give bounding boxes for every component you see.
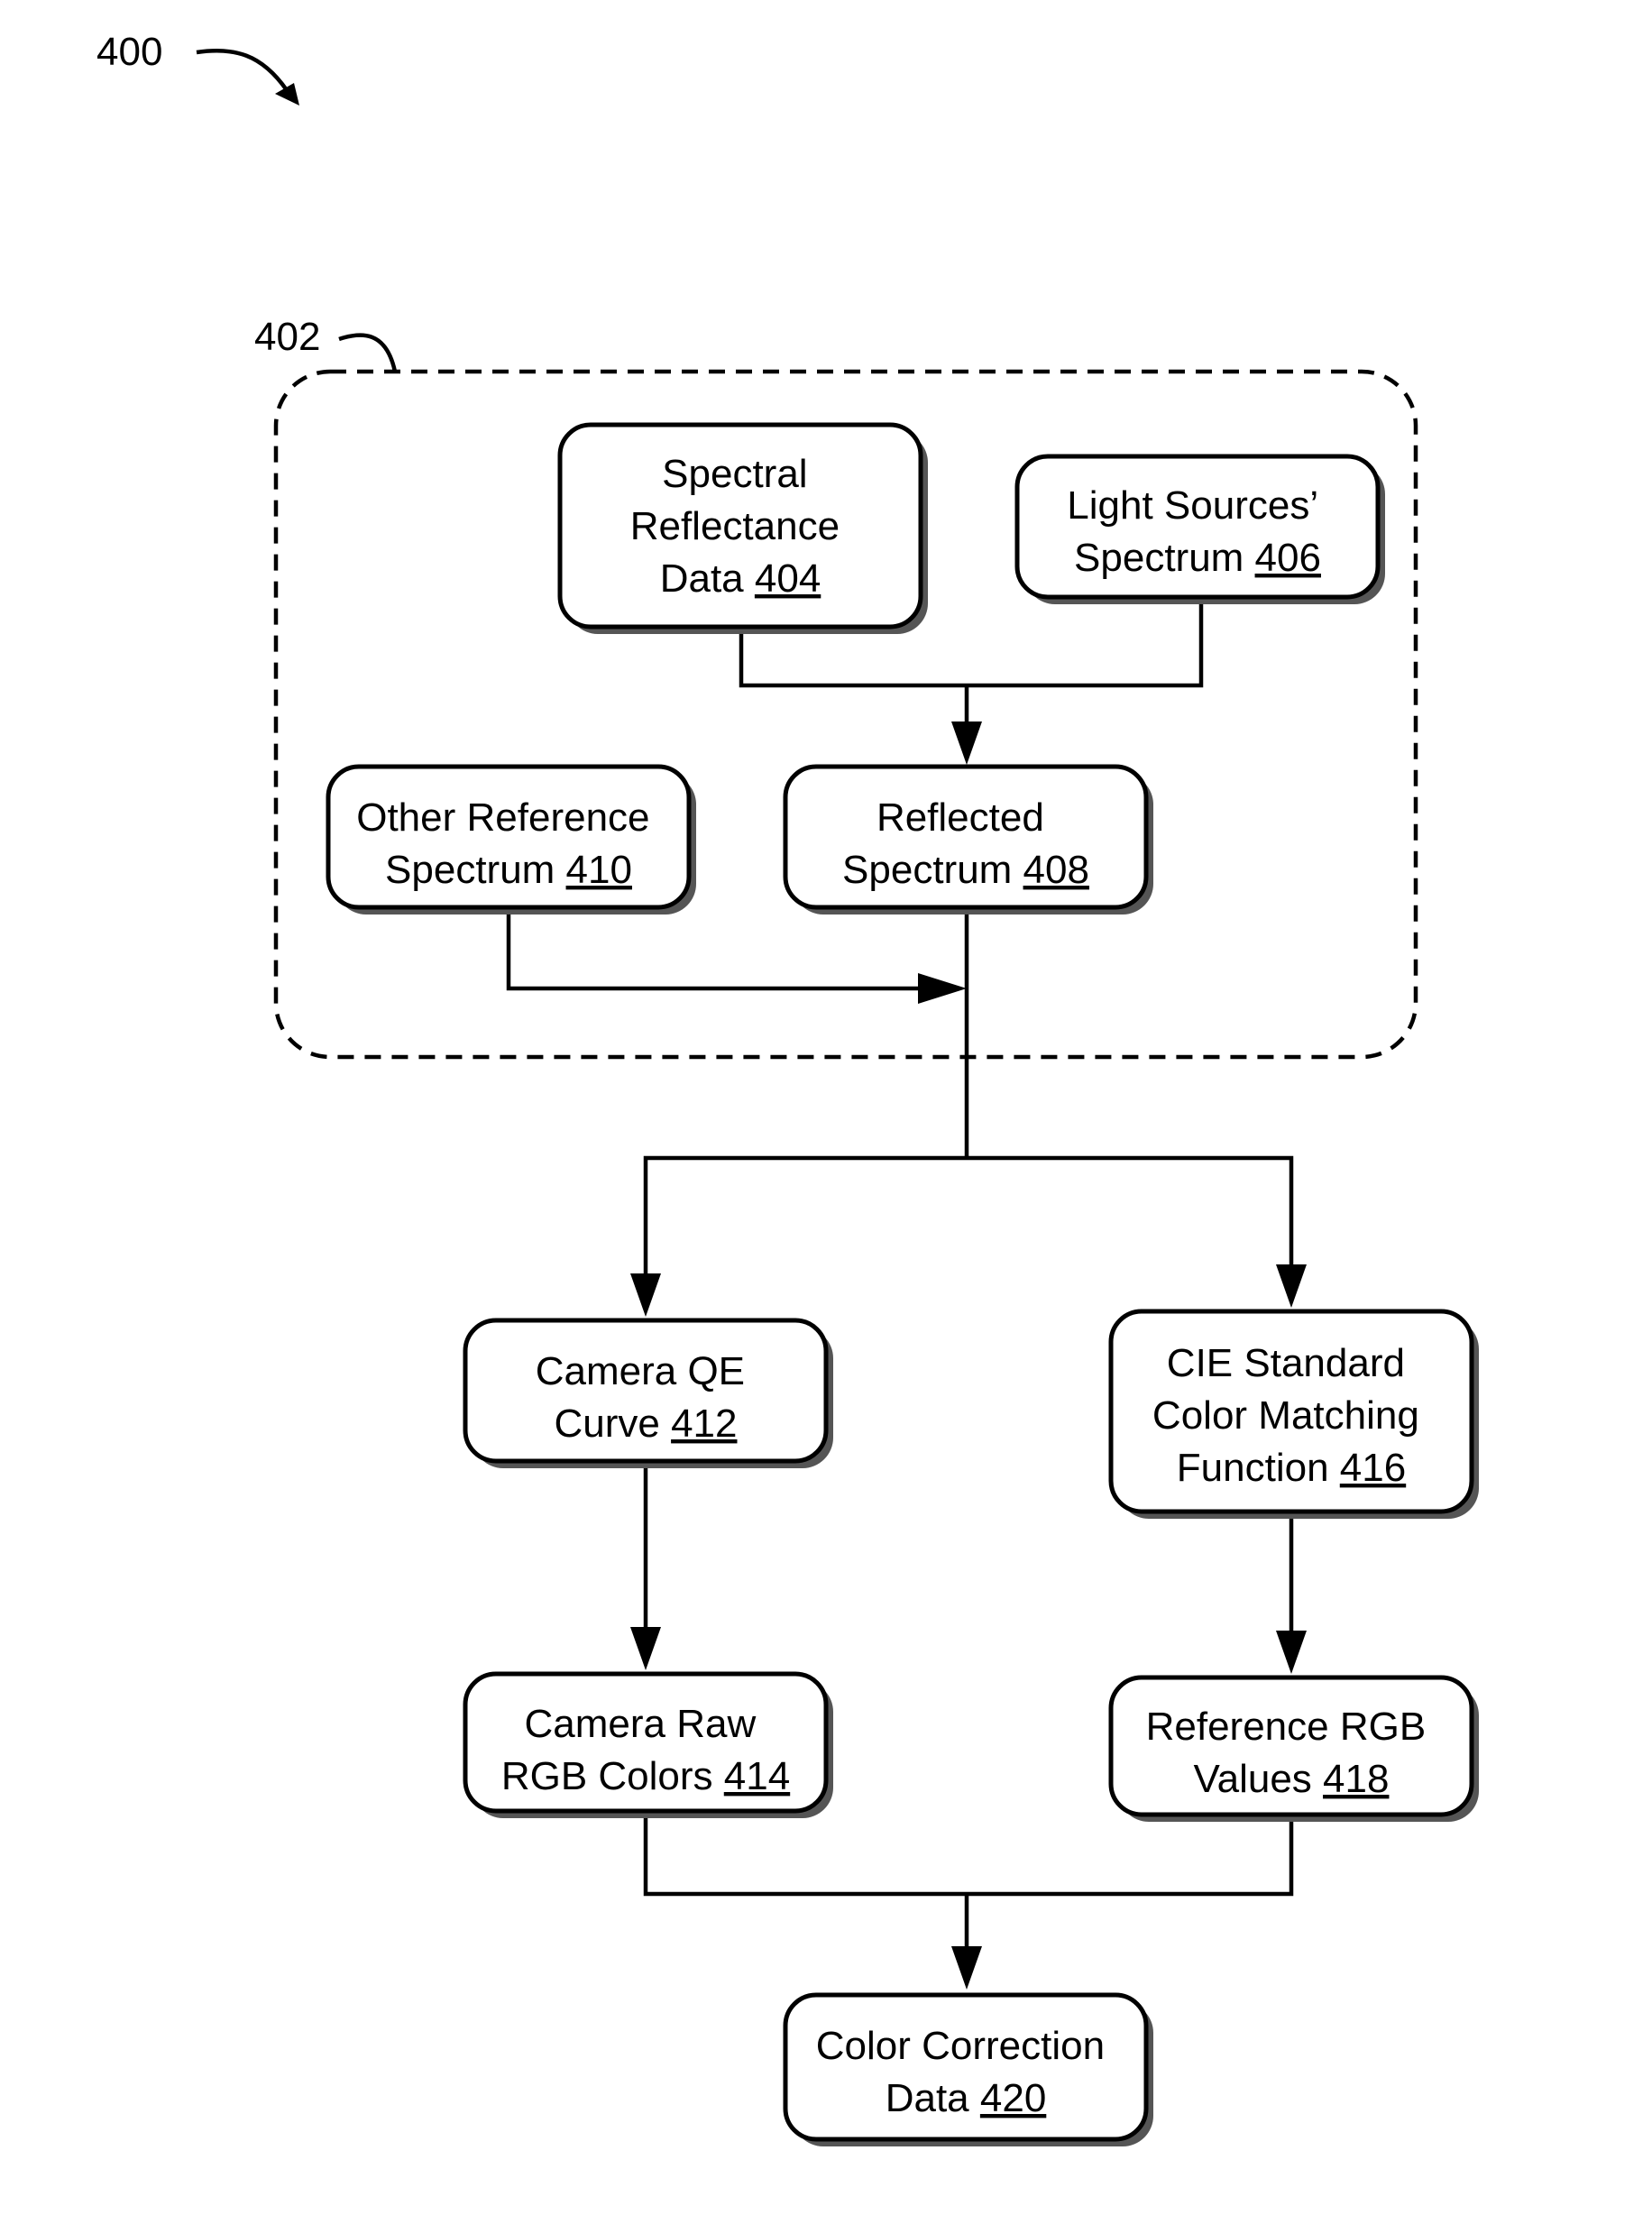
node-spectral-reflectance-data: Spectral Reflectance Data 404: [560, 425, 928, 634]
figure-number-label: 400: [96, 30, 162, 74]
arrowhead-into-412: [630, 1273, 661, 1317]
connector-414-to-merge: [646, 1815, 967, 1894]
node-light-sources-spectrum: Light Sources’ Spectrum 406: [1017, 456, 1385, 604]
svg-text:CIE Standard Color Match: CIE Standard Color Matching Function 416: [1152, 1341, 1430, 1490]
node-other-reference-spectrum: Other Reference Spectrum 410: [328, 767, 696, 914]
connector-split-right: [967, 1158, 1291, 1272]
arrowhead-into-414: [630, 1627, 661, 1670]
arrowhead-410-into-trunk: [918, 973, 967, 1004]
group-number-label: 402: [254, 315, 320, 359]
node-reflected-spectrum: Reflected Spectrum 408: [785, 767, 1153, 914]
connector-418-to-merge: [967, 1815, 1291, 1894]
node-reference-rgb-values: Reference RGB Values 418: [1111, 1677, 1479, 1822]
connector-406-to-merge: [967, 602, 1201, 685]
arrowhead-into-418: [1276, 1631, 1307, 1674]
node-cie-standard-color-matching-function: CIE Standard Color Matching Function 416: [1111, 1311, 1479, 1519]
arrowhead-into-408: [951, 721, 982, 765]
connector-split-left: [646, 1158, 967, 1281]
group-leader-line: [339, 335, 395, 372]
figure-pointer-arrow: [197, 51, 287, 90]
node-color-correction-data: Color Correction Data 420: [785, 1995, 1153, 2146]
node-camera-raw-rgb-colors: Camera Raw RGB Colors 414: [465, 1674, 833, 1818]
node-camera-qe-curve: Camera QE Curve 412: [465, 1320, 833, 1468]
figure-pointer-arrowhead: [275, 83, 299, 106]
arrowhead-into-420: [951, 1946, 982, 1990]
connector-404-to-merge: [741, 631, 967, 685]
connector-410-to-trunk: [509, 911, 931, 988]
svg-text:Spectral Reflectance: Spectral Reflectance Data 404: [630, 452, 851, 601]
arrowhead-into-416: [1276, 1264, 1307, 1308]
